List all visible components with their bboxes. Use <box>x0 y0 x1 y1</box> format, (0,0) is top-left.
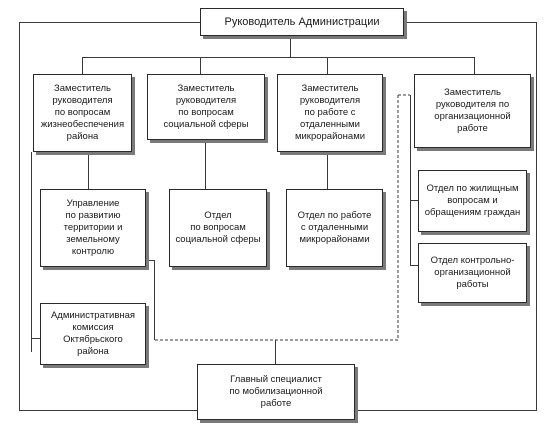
node-deputy-org: Заместитель руководителя по организацион… <box>414 74 531 148</box>
node-deputy-remote: Заместитель руководителя по работе с отд… <box>277 74 383 152</box>
node-deputy-social: Заместитель руководителя по вопросам соц… <box>147 74 265 140</box>
connector-left-to-commission <box>31 338 40 339</box>
node-commission: Административная комиссия Октябрьского р… <box>40 303 146 365</box>
connector-outer-left <box>19 22 20 411</box>
connector-territory-right <box>146 260 155 261</box>
connector-bus-2 <box>200 57 201 74</box>
node-dept-housing: Отдел по жилищным вопросам и обращениям … <box>418 170 527 232</box>
connector-bus <box>82 57 474 58</box>
node-chief-specialist: Главный специалист по мобилизационной ра… <box>197 364 355 420</box>
connector-life-down <box>88 152 89 189</box>
connector-remote-down <box>327 152 328 189</box>
connector-outer-right <box>536 22 537 411</box>
connector-bus-1 <box>82 57 83 74</box>
connector-left-inner <box>31 152 32 352</box>
connector-bus-3 <box>327 57 328 74</box>
connector-org-housing <box>410 200 418 201</box>
node-dept-territory: Управление по развитию территории и земе… <box>40 189 146 267</box>
connector-org-vertical <box>410 95 411 265</box>
connector-territory-right-down <box>154 260 155 340</box>
connector-chief-up <box>275 340 276 364</box>
node-dept-social: Отдел по вопросам социальной сферы <box>169 189 267 267</box>
node-dept-control: Отдел контрольно- организационной работы <box>418 243 527 303</box>
connector-bus-4 <box>474 57 475 74</box>
node-head: Руководитель Администрации <box>200 8 404 36</box>
connector-head-down <box>290 36 291 58</box>
connector-social-down <box>205 140 206 189</box>
connector-outer-top-right <box>404 22 537 23</box>
node-dept-remote: Отдел по работе с отдаленными микрорайон… <box>286 189 383 267</box>
node-deputy-life: Заместитель руководителя по вопросам жиз… <box>33 74 132 152</box>
connector-outer-top <box>19 22 202 23</box>
connector-org-control <box>410 265 418 266</box>
